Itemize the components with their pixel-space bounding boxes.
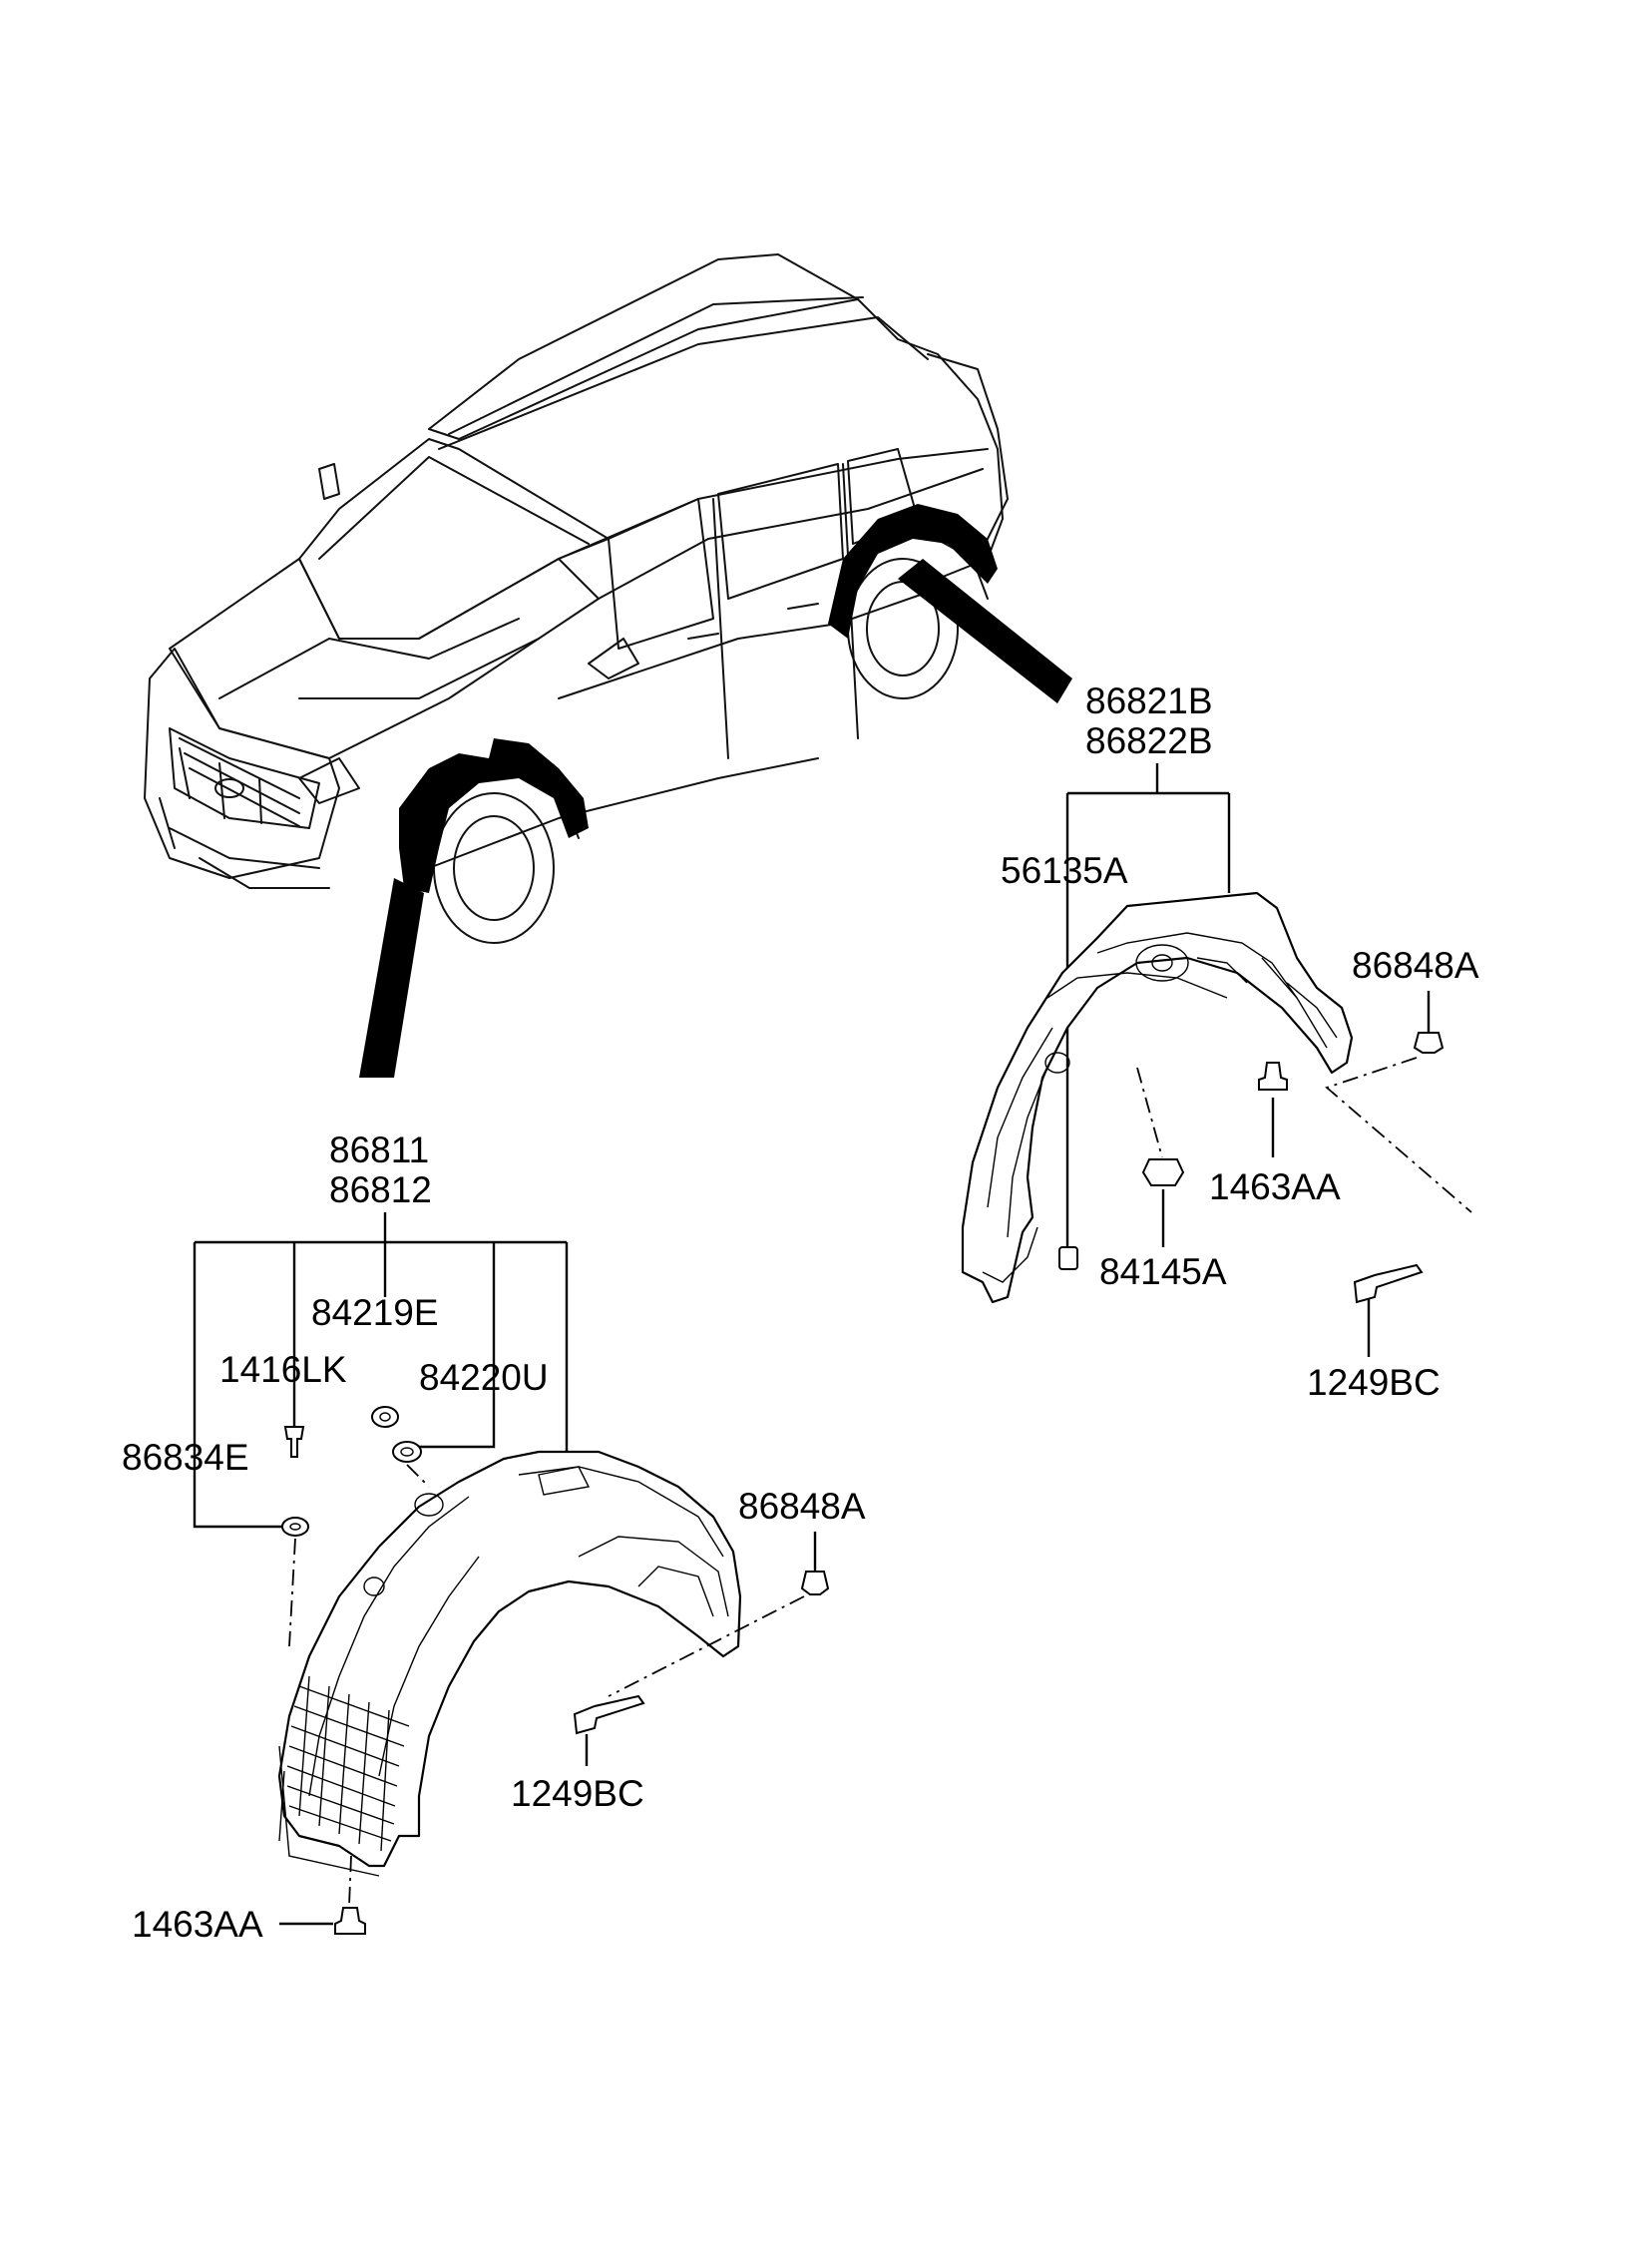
label-56135A: 56135A (1001, 850, 1128, 891)
label-86811: 86811 (329, 1129, 429, 1170)
front-wheel-guard-group: 86811 86812 84219E 1416LK 84220U 86834E (122, 1129, 866, 1945)
clip-rear-1463AA-icon (1258, 1062, 1288, 1091)
clip-front-86848A-icon (800, 1571, 830, 1595)
label-rear-1249BC: 1249BC (1307, 1362, 1441, 1403)
washer-86834E-icon (281, 1517, 309, 1537)
label-rear-1463AA: 1463AA (1209, 1166, 1341, 1207)
label-86812: 86812 (329, 1169, 432, 1210)
clip-56135A-icon (1058, 1246, 1078, 1270)
label-front-1463AA: 1463AA (132, 1904, 263, 1945)
clip-86848A-icon (1413, 1032, 1445, 1054)
liner-rib-pattern (278, 1675, 410, 1877)
rear-wheel-guard-group: 86821B 86822B 56135A 86848A 1463AA 8414 (961, 680, 1479, 1403)
screw-front-1249BC-icon (573, 1694, 645, 1735)
front-liner-highlight (399, 738, 589, 893)
front-wheel-guard (277, 1450, 742, 1868)
label-84219E: 84219E (311, 1292, 439, 1333)
label-front-1249BC: 1249BC (511, 1773, 644, 1814)
label-86822B: 86822B (1085, 720, 1213, 761)
label-86834E: 86834E (122, 1437, 249, 1478)
rear-wheel-guard (961, 891, 1354, 1304)
label-84220U: 84220U (419, 1357, 549, 1398)
label-86821B: 86821B (1085, 680, 1213, 721)
screw-rear-1249BC-icon (1353, 1263, 1424, 1304)
nut-84145A-icon (1141, 1158, 1185, 1186)
label-84145A: 84145A (1099, 1251, 1227, 1292)
grommet-84219E-icon (371, 1406, 399, 1428)
pin-1416LK-icon (283, 1426, 305, 1458)
nut-84220U-icon (392, 1441, 422, 1463)
label-rear-86848A: 86848A (1352, 945, 1479, 986)
vehicle-illustration (144, 253, 1072, 1078)
rear-liner-highlight (828, 504, 998, 639)
label-1416LK: 1416LK (219, 1349, 347, 1390)
clip-front-1463AA-icon (334, 1907, 366, 1935)
label-front-86848A: 86848A (738, 1486, 866, 1527)
